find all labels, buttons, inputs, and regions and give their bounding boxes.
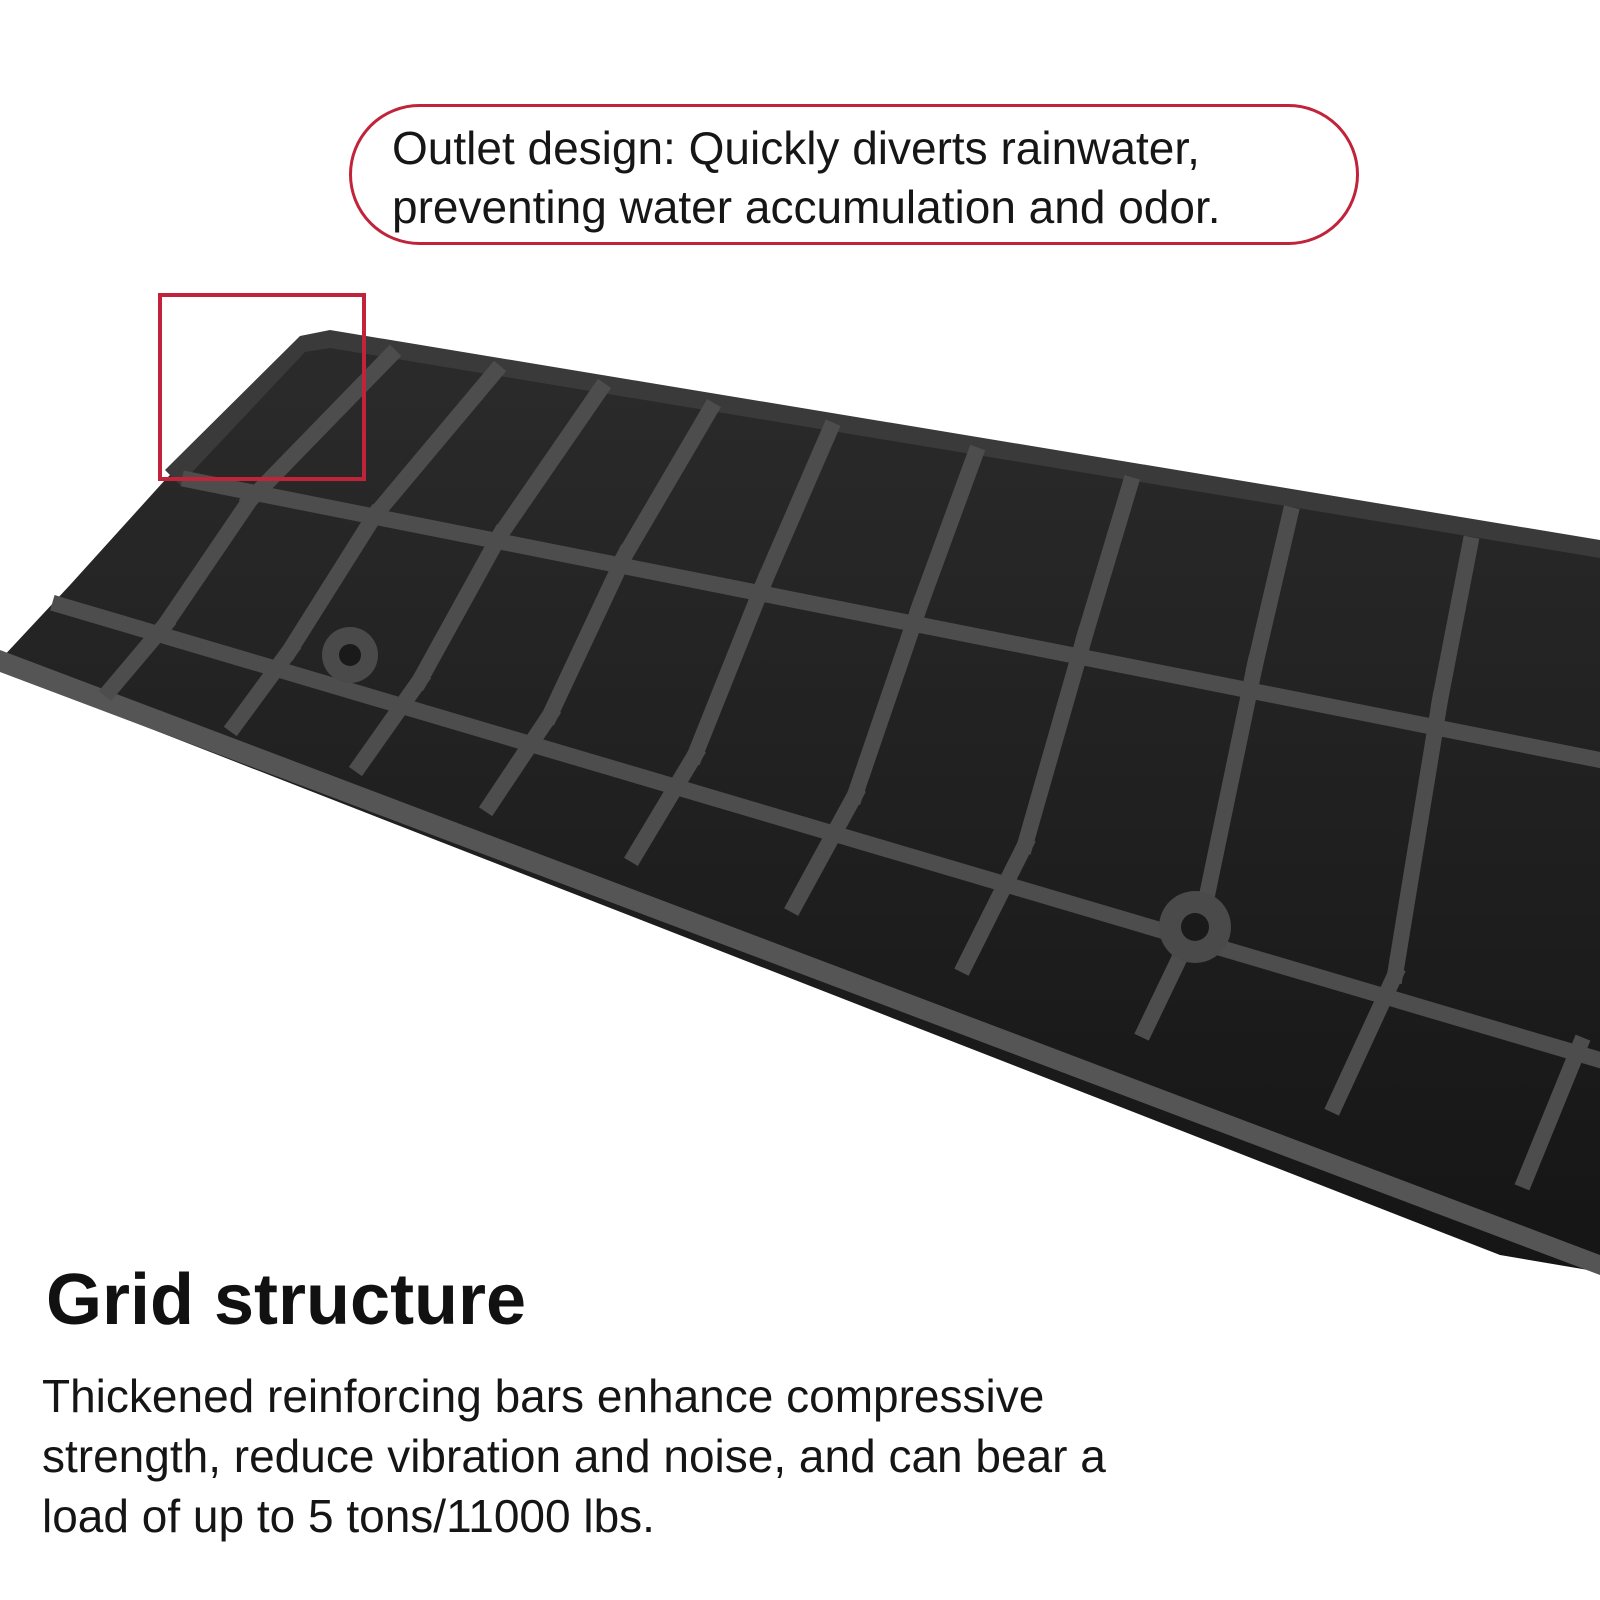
callout-text: Outlet design: Quickly diverts rainwater… (392, 122, 1221, 233)
ramp-front-edge (0, 650, 1600, 1275)
feature-description: Thickened reinforcing bars enhance compr… (42, 1370, 1106, 1542)
feature-heading: Grid structure (46, 1260, 527, 1340)
outlet-design-callout: Outlet design: Quickly diverts rainwater… (349, 104, 1359, 245)
ramp-ribs (50, 344, 1600, 1191)
ramp-body (0, 335, 1600, 1272)
outlet-highlight-box (158, 293, 366, 481)
bolt-holes (322, 627, 1231, 963)
